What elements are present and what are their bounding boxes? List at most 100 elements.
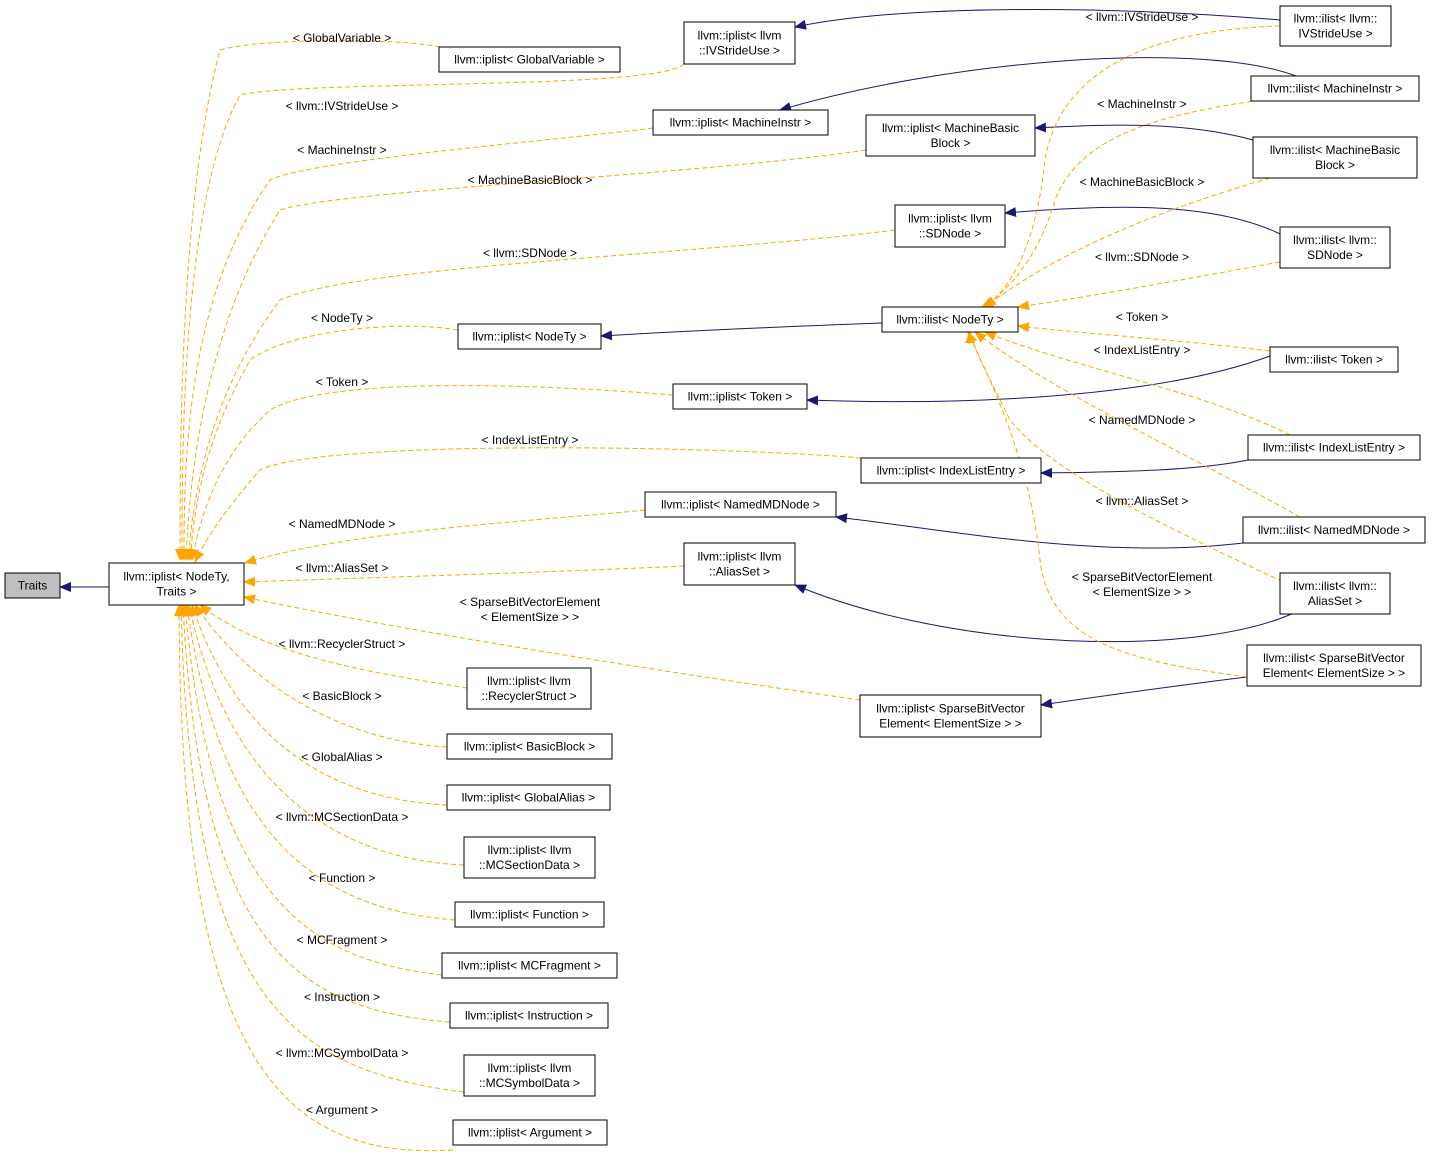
class-node-label: llvm::iplist< Instruction > [465,1009,593,1023]
class-node-box [683,21,796,65]
template-edge-iplist_globalvariable-to-iplist_nodety_traits [175,40,441,561]
class-node-label: llvm::iplist< GlobalAlias > [462,791,595,805]
class-node-iplist-nodety[interactable]: llvm::iplist< NodeTy > [457,323,602,350]
edge-labels-layer: < GlobalVariable >< llvm::IVStrideUse ><… [276,10,1213,1117]
class-node-label: llvm::iplist< MachineInstr > [670,116,811,130]
inheritance-edge-ilist_machineinstr-to-iplist_machineinstr [779,57,1297,112]
class-node-label: llvm::iplist< NodeTy, [123,570,229,584]
class-node-box [449,1002,609,1029]
class-node-box [463,836,596,879]
template-edge-iplist_argument-to-iplist_nodety_traits [174,604,454,1152]
class-node-iplist-namedmdnode[interactable]: llvm::iplist< NamedMDNode > [644,491,837,518]
class-node-label: Traits > [157,585,197,599]
template-edge-ilist_namedmdnode-to-ilist_nodety [974,331,1301,518]
class-node-label: llvm::iplist< MachineBasic [882,121,1019,135]
edge-label: < ElementSize > > [481,610,579,624]
template-edge-ilist_machinebasicblock-to-ilist_nodety [984,177,1271,308]
class-node-box [446,784,611,811]
class-node-box [457,323,602,350]
template-edge-iplist_machineinstr-to-iplist_nodety_traits [179,127,654,561]
class-node-iplist-argument[interactable]: llvm::iplist< Argument > [452,1119,608,1146]
class-node-ilist-namedmdnode[interactable]: llvm::ilist< NamedMDNode > [1242,516,1426,544]
edge-label: < IndexListEntry > [482,433,579,447]
class-node-iplist-ivstrideuse[interactable]: llvm::iplist< llvm::IVStrideUse > [683,21,796,65]
class-node-label: Element< ElementSize > > [879,717,1021,731]
class-node-iplist-machinebasicblock[interactable]: llvm::iplist< MachineBasicBlock > [865,114,1036,157]
edge-label: < NamedMDNode > [289,517,396,531]
class-node-label: llvm::iplist< llvm [698,550,782,564]
class-node-label: llvm::iplist< Token > [688,390,793,404]
class-node-iplist-sparsebitvector[interactable]: llvm::iplist< SparseBitVectorElement< El… [859,694,1042,738]
template-edge-ilist_ivstrideuse-to-ilist_nodety [981,25,1281,308]
class-node-iplist-mcsectiondata[interactable]: llvm::iplist< llvm::MCSectionData > [463,836,596,879]
class-node-ilist-sdnode[interactable]: llvm::ilist< llvm::SDNode > [1279,226,1391,269]
class-node-label: llvm::ilist< NodeTy > [896,313,1003,327]
class-node-ilist-machinebasicblock[interactable]: llvm::ilist< MachineBasicBlock > [1252,136,1418,179]
edge-label: < llvm::AliasSet > [296,561,389,575]
inheritance-edge-ilist_namedmdnode-to-iplist_namedmdnode [835,513,1244,549]
class-node-iplist-nodety-traits[interactable]: llvm::iplist< NodeTy,Traits > [108,562,245,606]
class-node-iplist-basicblock[interactable]: llvm::iplist< BasicBlock > [446,733,613,760]
class-node-label: llvm::iplist< llvm [698,29,782,43]
class-node-label: ::RecyclerStruct > [481,689,576,703]
edge-label: < Token > [1116,310,1169,324]
class-node-label: AliasSet > [1308,594,1362,608]
class-node-box [1252,136,1418,179]
class-node-ilist-sparsebitvector[interactable]: llvm::ilist< SparseBitVectorElement< Ele… [1246,644,1422,687]
class-node-ilist-machineinstr[interactable]: llvm::ilist< MachineInstr > [1250,75,1420,102]
class-node-label: ::SDNode > [919,227,981,241]
edge-label: < MachineBasicBlock > [468,173,593,187]
class-node-ilist-aliasset[interactable]: llvm::ilist< llvm::AliasSet > [1279,572,1391,615]
class-node-label: llvm::iplist< BasicBlock > [464,740,595,754]
template-edge-ilist_token-to-ilist_nodety [1017,322,1271,352]
class-node-label: llvm::ilist< SparseBitVector [1263,651,1405,665]
class-node-traits[interactable]: Traits [4,572,61,599]
class-node-box [860,457,1042,484]
class-node-iplist-recyclerstruct[interactable]: llvm::iplist< llvm::RecyclerStruct > [466,667,592,710]
class-node-label: llvm::ilist< NamedMDNode > [1258,523,1410,537]
class-node-box [683,542,796,586]
class-node-box [466,667,592,710]
template-edge-iplist_ivstrideuse-to-iplist_nodety_traits [177,63,685,561]
class-node-box [859,694,1042,738]
class-node-iplist-token[interactable]: llvm::iplist< Token > [672,383,808,410]
class-node-ilist-token[interactable]: llvm::ilist< Token > [1269,346,1399,373]
template-edge-iplist_basicblock-to-iplist_nodety_traits [194,604,448,748]
class-node-iplist-machineinstr[interactable]: llvm::iplist< MachineInstr > [652,109,829,136]
class-node-label: llvm::iplist< llvm [908,212,992,226]
class-node-iplist-indexlistentry[interactable]: llvm::iplist< IndexListEntry > [860,457,1042,484]
class-node-iplist-mcsymboldata[interactable]: llvm::iplist< llvm::MCSymbolData > [463,1054,596,1097]
class-node-iplist-globalalias[interactable]: llvm::iplist< GlobalAlias > [446,784,611,811]
class-node-iplist-globalvariable[interactable]: llvm::iplist< GlobalVariable > [438,46,621,73]
inheritance-edge-ilist_indexlistentry-to-iplist_indexlistentry [1040,459,1249,478]
class-node-label: SDNode > [1307,248,1363,262]
template-edge-iplist_indexlistentry-to-iplist_nodety_traits [194,447,862,563]
class-node-label: llvm::ilist< llvm:: [1293,233,1377,247]
class-node-box [441,952,618,979]
class-node-ilist-ivstrideuse[interactable]: llvm::ilist< llvm::IVStrideUse > [1279,5,1392,47]
inheritance-edge-ilist_ivstrideuse-to-iplist_ivstrideuse [794,9,1281,30]
class-node-label: llvm::iplist< SparseBitVector [876,702,1024,716]
class-node-ilist-nodety[interactable]: llvm::ilist< NodeTy > [881,306,1019,333]
edge-label: < NamedMDNode > [1089,413,1196,427]
inheritance-edge-ilist_sparsebitvector-to-iplist_sparsebitvector [1040,676,1248,709]
class-node-iplist-function[interactable]: llvm::iplist< Function > [454,901,605,928]
class-node-iplist-sdnode[interactable]: llvm::iplist< llvm::SDNode > [894,204,1006,248]
template-edge-iplist_mcsectiondata-to-iplist_nodety_traits [186,604,465,866]
class-node-iplist-instruction[interactable]: llvm::iplist< Instruction > [449,1002,609,1029]
edges-layer [59,9,1301,1152]
class-node-label: ::IVStrideUse > [699,44,780,58]
class-node-label: llvm::iplist< llvm [488,843,572,857]
class-node-label: Traits [18,579,48,593]
class-node-ilist-indexlistentry[interactable]: llvm::ilist< IndexListEntry > [1247,434,1421,461]
edge-label: < SparseBitVectorElement [460,595,601,609]
class-node-label: llvm::iplist< Function > [470,908,589,922]
class-node-iplist-mcfragment[interactable]: llvm::iplist< MCFragment > [441,952,618,979]
class-node-box [1242,516,1426,544]
class-node-iplist-aliasset[interactable]: llvm::iplist< llvm::AliasSet > [683,542,796,586]
edge-label: < llvm::RecyclerStruct > [279,637,406,651]
inheritance-edge-ilist_sdnode-to-iplist_sdnode [1004,206,1281,235]
class-node-label: Block > [1315,158,1355,172]
edge-label: < Instruction > [304,990,380,1004]
